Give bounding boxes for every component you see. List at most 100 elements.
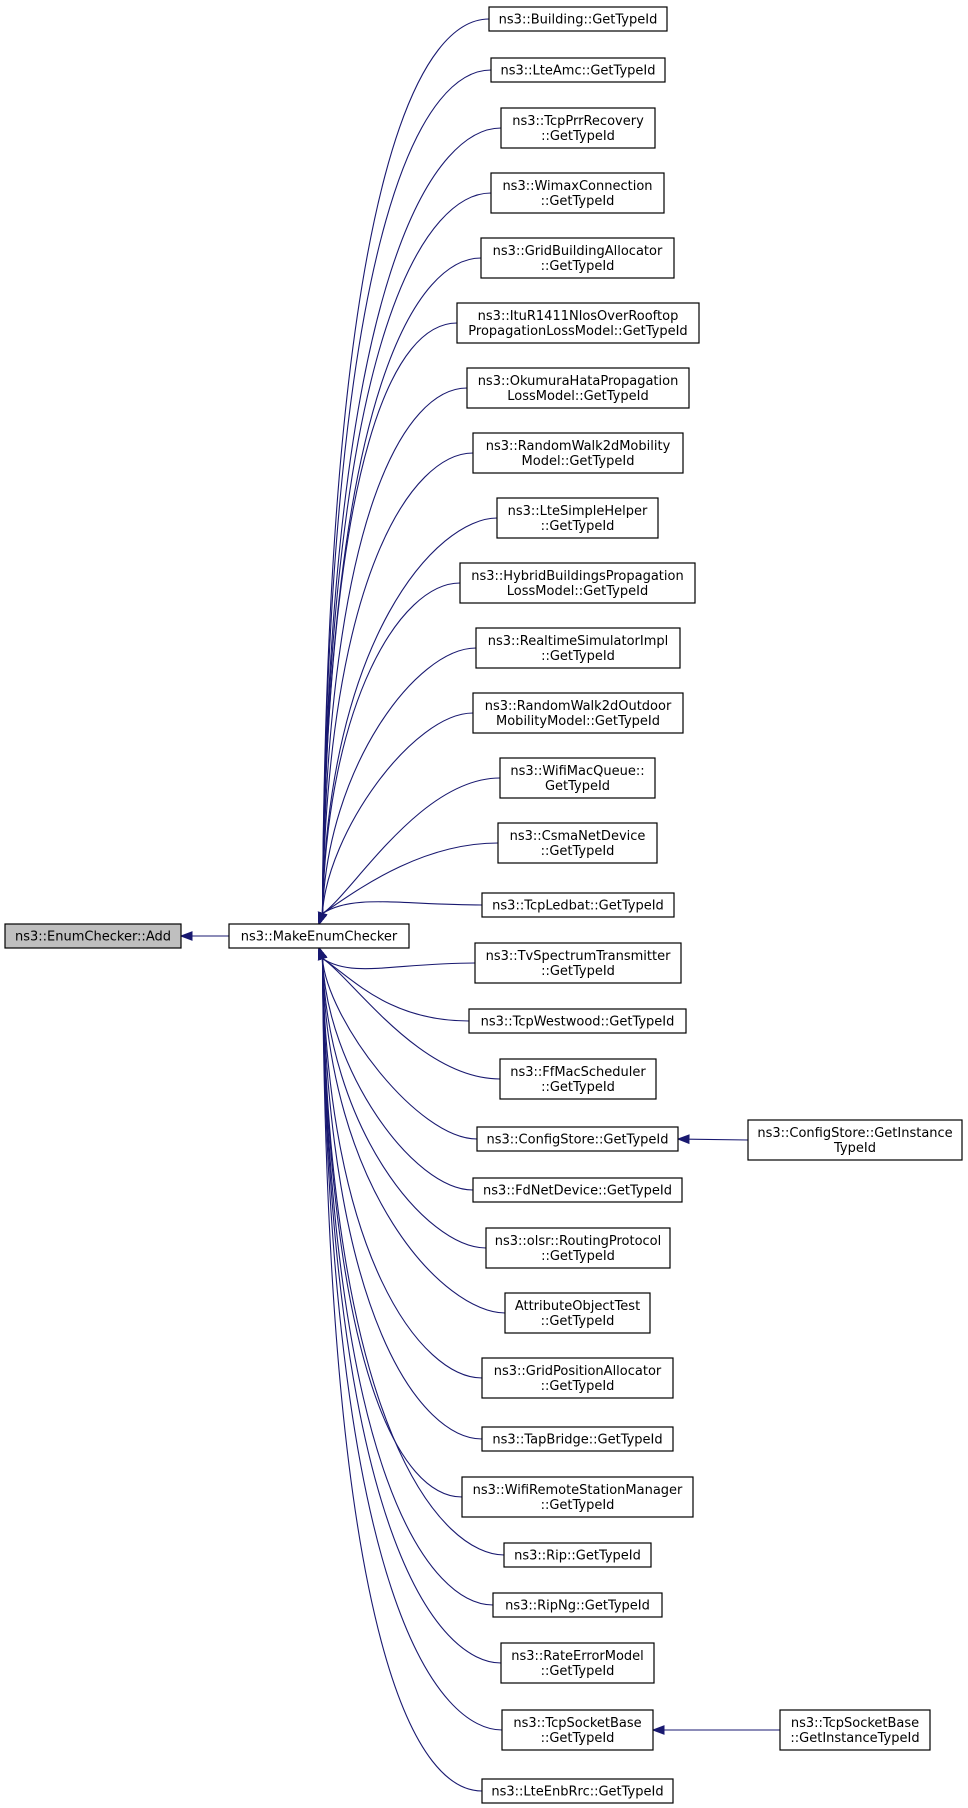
node-gridbuilding[interactable]: ns3::GridBuildingAllocator::GetTypeId [480, 237, 675, 279]
node-configstore-instance[interactable]: ns3::ConfigStore::GetInstanceTypeId [747, 1119, 963, 1161]
node-label: ns3::TcpSocketBase [513, 1716, 641, 1731]
node-label: PropagationLossModel::GetTypeId [468, 324, 687, 339]
edge-line [321, 18, 490, 914]
node-label: LossModel::GetTypeId [507, 584, 648, 599]
node-gridposition[interactable]: ns3::GridPositionAllocator::GetTypeId [481, 1357, 674, 1399]
edge-line [321, 958, 474, 1191]
edge-rip-to-hub [317, 946, 505, 1556]
node-tcpwestwood[interactable]: ns3::TcpWestwood::GetTypeId [468, 1008, 687, 1034]
edge-line [321, 127, 502, 914]
node-configstore[interactable]: ns3::ConfigStore::GetTypeId [476, 1126, 679, 1152]
node-box [747, 1119, 963, 1161]
node-box [499, 757, 656, 799]
node-tapbridge[interactable]: ns3::TapBridge::GetTypeId [481, 1426, 674, 1452]
edge-line [322, 777, 501, 915]
edge-building-to-hub [317, 18, 490, 926]
node-box [481, 1426, 674, 1452]
node-box [476, 1126, 679, 1152]
node-tvspectrum[interactable]: ns3::TvSpectrumTransmitter::GetTypeId [474, 942, 682, 984]
edge-line [321, 958, 506, 1314]
edge-line [321, 387, 468, 914]
node-label: ::GetTypeId [541, 519, 615, 534]
node-tcpsocketbase-instance[interactable]: ns3::TcpSocketBase::GetInstanceTypeId [779, 1709, 931, 1751]
edge-itur1411-to-hub [317, 322, 458, 926]
edge-line [321, 958, 483, 1792]
node-randomwalkoutdoor[interactable]: ns3::RandomWalk2dOutdoorMobilityModel::G… [472, 692, 684, 734]
node-label: TypeId [833, 1141, 876, 1156]
node-box [500, 107, 656, 149]
node-wifiremote[interactable]: ns3::WifiRemoteStationManager::GetTypeId [461, 1476, 694, 1518]
node-ripng[interactable]: ns3::RipNg::GetTypeId [492, 1592, 663, 1618]
edge-line [321, 958, 505, 1556]
node-tcpledbat[interactable]: ns3::TcpLedbat::GetTypeId [481, 892, 675, 918]
edge-wifimacqueue-to-hub [317, 777, 501, 926]
edge-line [322, 957, 476, 970]
node-box [490, 57, 666, 83]
node-label: ns3::EnumChecker::Add [15, 930, 171, 945]
edge-line [321, 192, 492, 914]
node-tcpsocketbase[interactable]: ns3::TcpSocketBase::GetTypeId [501, 1709, 654, 1751]
node-box [481, 1357, 674, 1399]
edge-tcpwestwood-to-hub [317, 946, 470, 1022]
node-box [503, 1542, 652, 1568]
node-building[interactable]: ns3::Building::GetTypeId [488, 6, 668, 32]
node-label: ns3::FfMacScheduler [510, 1065, 646, 1080]
edge-line [321, 582, 461, 914]
node-randomwalk2d[interactable]: ns3::RandomWalk2dMobilityModel::GetTypeI… [472, 432, 684, 474]
node-label: ns3::FdNetDevice::GetTypeId [483, 1184, 672, 1199]
node-rip[interactable]: ns3::Rip::GetTypeId [503, 1542, 652, 1568]
node-enumchecker-add[interactable]: ns3::EnumChecker::Add [4, 923, 182, 949]
edge-line [321, 958, 503, 1731]
node-label: ::GetTypeId [541, 964, 615, 979]
node-box [779, 1709, 931, 1751]
edge-arrowhead [317, 946, 328, 961]
node-box [504, 1292, 651, 1334]
node-label: LossModel::GetTypeId [507, 389, 648, 404]
node-label: ::GetTypeId [541, 129, 615, 144]
node-label: ns3::CsmaNetDevice [510, 829, 646, 844]
node-label: ::GetTypeId [541, 259, 615, 274]
node-label: ns3::OkumuraHataPropagation [478, 374, 679, 389]
node-csmanetdevice[interactable]: ns3::CsmaNetDevice::GetTypeId [497, 822, 658, 864]
node-wifimacqueue[interactable]: ns3::WifiMacQueue::GetTypeId [499, 757, 656, 799]
node-label: ns3::ConfigStore::GetInstance [757, 1126, 952, 1141]
node-box [499, 1058, 657, 1100]
edge-line [321, 958, 494, 1606]
node-attrobjtest[interactable]: AttributeObjectTest::GetTypeId [504, 1292, 651, 1334]
node-label: Model::GetTypeId [522, 454, 635, 469]
node-itur1411[interactable]: ns3::ItuR1411NlosOverRooftopPropagationL… [456, 302, 700, 344]
node-box [466, 367, 690, 409]
node-lteamc[interactable]: ns3::LteAmc::GetTypeId [490, 57, 666, 83]
edge-line [321, 958, 483, 1440]
node-box [501, 1709, 654, 1751]
node-ltesimple[interactable]: ns3::LteSimpleHelper::GetTypeId [496, 497, 659, 539]
node-lteenbrrc[interactable]: ns3::LteEnbRrc::GetTypeId [481, 1778, 674, 1804]
edge-line [321, 958, 487, 1249]
node-realtimesim[interactable]: ns3::RealtimeSimulatorImpl::GetTypeId [475, 627, 681, 669]
node-tcpprr[interactable]: ns3::TcpPrrRecovery::GetTypeId [500, 107, 656, 149]
node-label: GetTypeId [545, 779, 610, 794]
node-label: ::GetTypeId [541, 1249, 615, 1264]
edge-line [321, 69, 492, 914]
node-rateerror[interactable]: ns3::RateErrorModel::GetTypeId [500, 1642, 655, 1684]
node-make-enum-checker[interactable]: ns3::MakeEnumChecker [228, 923, 410, 949]
node-label: ns3::LteAmc::GetTypeId [501, 64, 656, 79]
node-okumura[interactable]: ns3::OkumuraHataPropagationLossModel::Ge… [466, 367, 690, 409]
node-label: ns3::WifiMacQueue:: [510, 764, 644, 779]
edge-line [321, 958, 483, 1379]
node-wimaxconn[interactable]: ns3::WimaxConnection::GetTypeId [490, 172, 665, 214]
node-label: ::GetTypeId [541, 1664, 615, 1679]
edge-csmanetdevice-to-hub [317, 842, 499, 926]
edge-tcpsocketbase-to-hub [317, 946, 503, 1731]
node-label: ::GetTypeId [541, 844, 615, 859]
node-fdnetdevice[interactable]: ns3::FdNetDevice::GetTypeId [472, 1177, 683, 1203]
node-label: ::GetTypeId [541, 194, 615, 209]
node-box [472, 432, 684, 474]
node-hybridbuildings[interactable]: ns3::HybridBuildingsPropagationLossModel… [459, 562, 696, 604]
node-label: ns3::WimaxConnection [502, 179, 652, 194]
node-ffmacscheduler[interactable]: ns3::FfMacScheduler::GetTypeId [499, 1058, 657, 1100]
edge-line [321, 712, 474, 914]
node-box [492, 1592, 663, 1618]
node-olsr[interactable]: ns3::olsr::RoutingProtocol::GetTypeId [485, 1227, 671, 1269]
